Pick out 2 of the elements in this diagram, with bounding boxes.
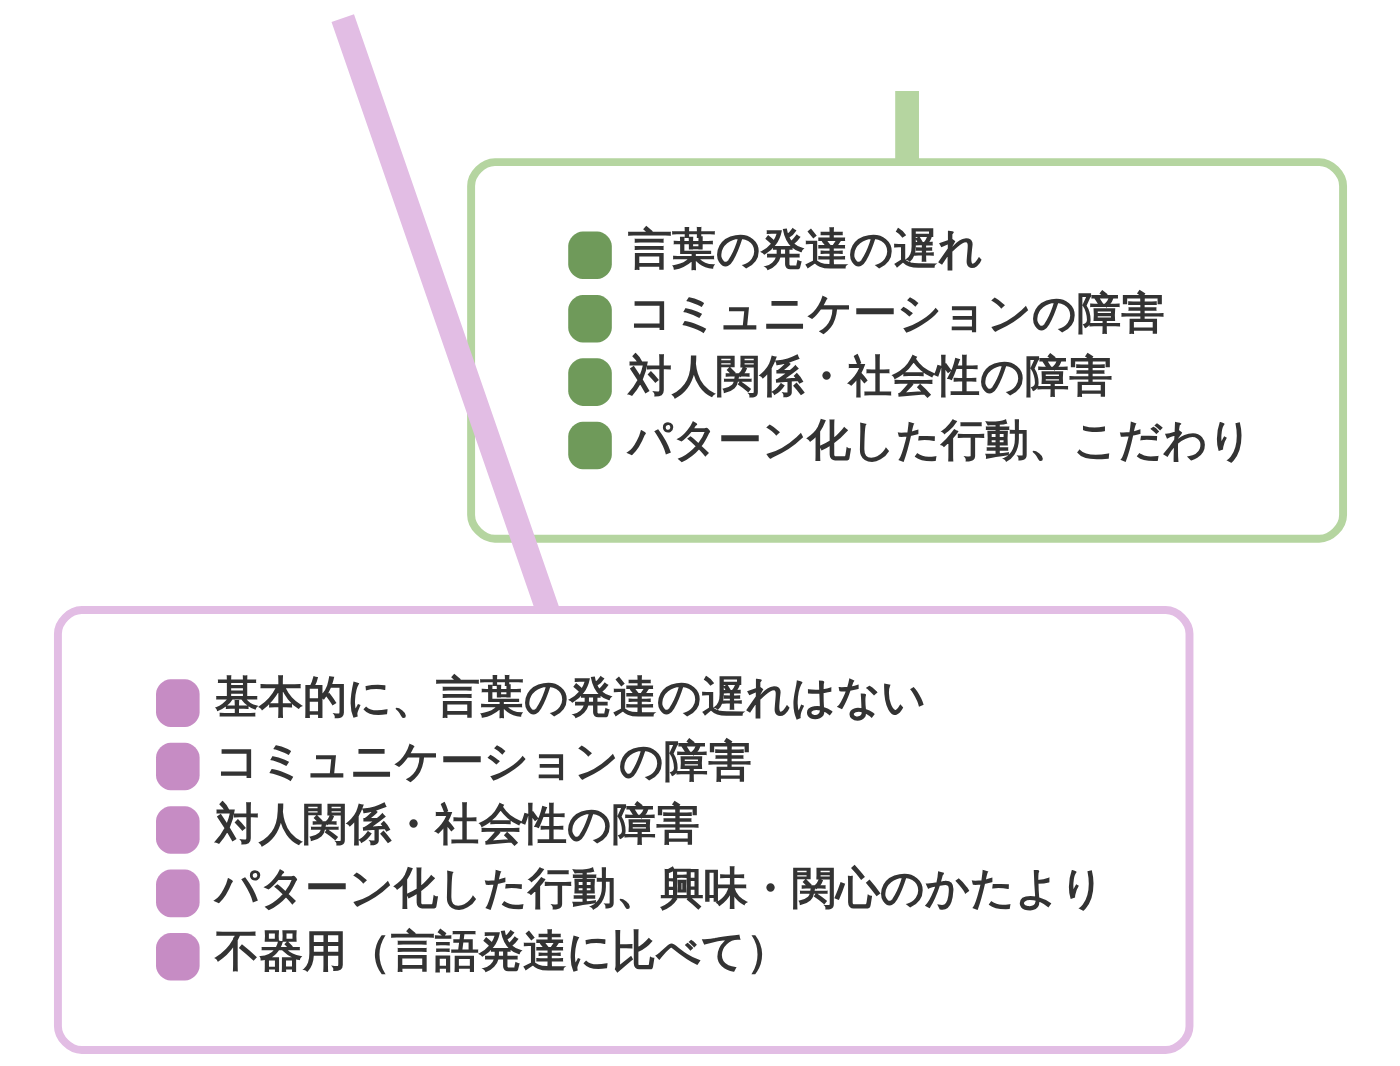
node-box: 基本的に、言葉の発達の遅れはない コミュニケーションの障害 対人関係・社会性の障害 パターン化した行動、興味・関心のかたより 不器用（言語発達に比べて）	[53, 606, 1193, 1054]
node-box: 言葉の発達の遅れ コミュニケーションの障害 対人関係・社会性の障害 パターン化した行動、こだわり	[466, 158, 1347, 543]
